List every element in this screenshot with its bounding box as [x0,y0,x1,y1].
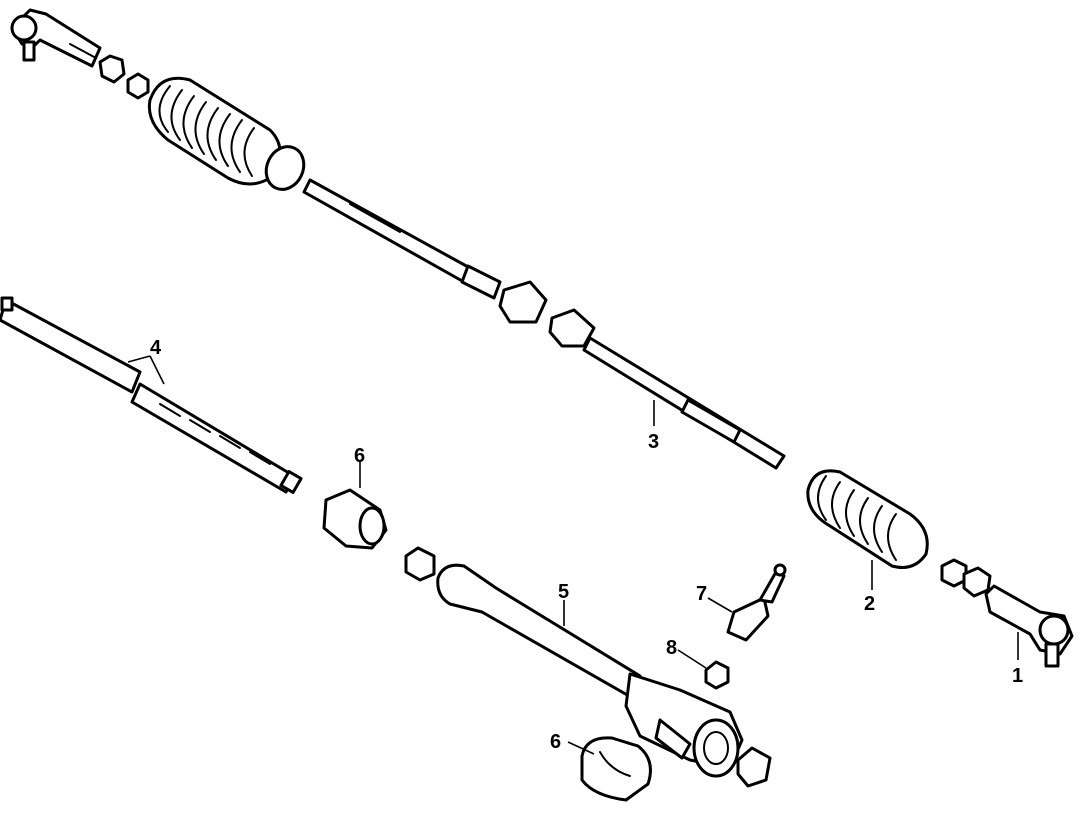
right-outer-tie-rod-end [984,584,1074,668]
callout-1: 1 [1012,665,1023,687]
pinion-seal [704,660,730,690]
left-outer-tie-rod-end [10,8,102,68]
housing-plug [736,746,772,788]
leader-6-lower [567,741,595,755]
callout-8: 8 [666,637,677,659]
pinion-shaft [726,563,787,642]
leader-lines [127,355,1019,755]
callout-2: 2 [864,593,875,615]
rack-toothed-section [130,382,303,494]
leader-8 [677,649,707,669]
leader-4a [127,355,151,363]
inner-tie-rod [302,178,502,300]
left-boot-clamp-ring [264,145,306,191]
left-jam-nut [98,54,126,84]
right-bellows-boot [806,469,929,569]
inner-rod-shaft [582,336,786,470]
callout-5: 5 [558,581,569,603]
callout-4: 4 [150,337,162,359]
callout-6-lower: 6 [550,731,561,753]
callout-6-upper: 6 [354,445,365,467]
left-clamp [126,72,150,100]
rack-end-cap [404,546,436,582]
rack-left-section [0,296,142,394]
leader-7 [707,597,733,613]
callout-7: 7 [696,583,707,605]
rack-bushing-upper [322,488,388,550]
callout-3: 3 [648,431,659,453]
rack-housing [436,563,744,778]
left-bellows-boot [147,76,282,186]
mount-bushing-lower [580,736,652,802]
inner-socket-left [498,280,548,324]
right-jam-nut [940,558,968,588]
inner-socket-right [548,308,596,348]
leader-4b [149,355,165,385]
